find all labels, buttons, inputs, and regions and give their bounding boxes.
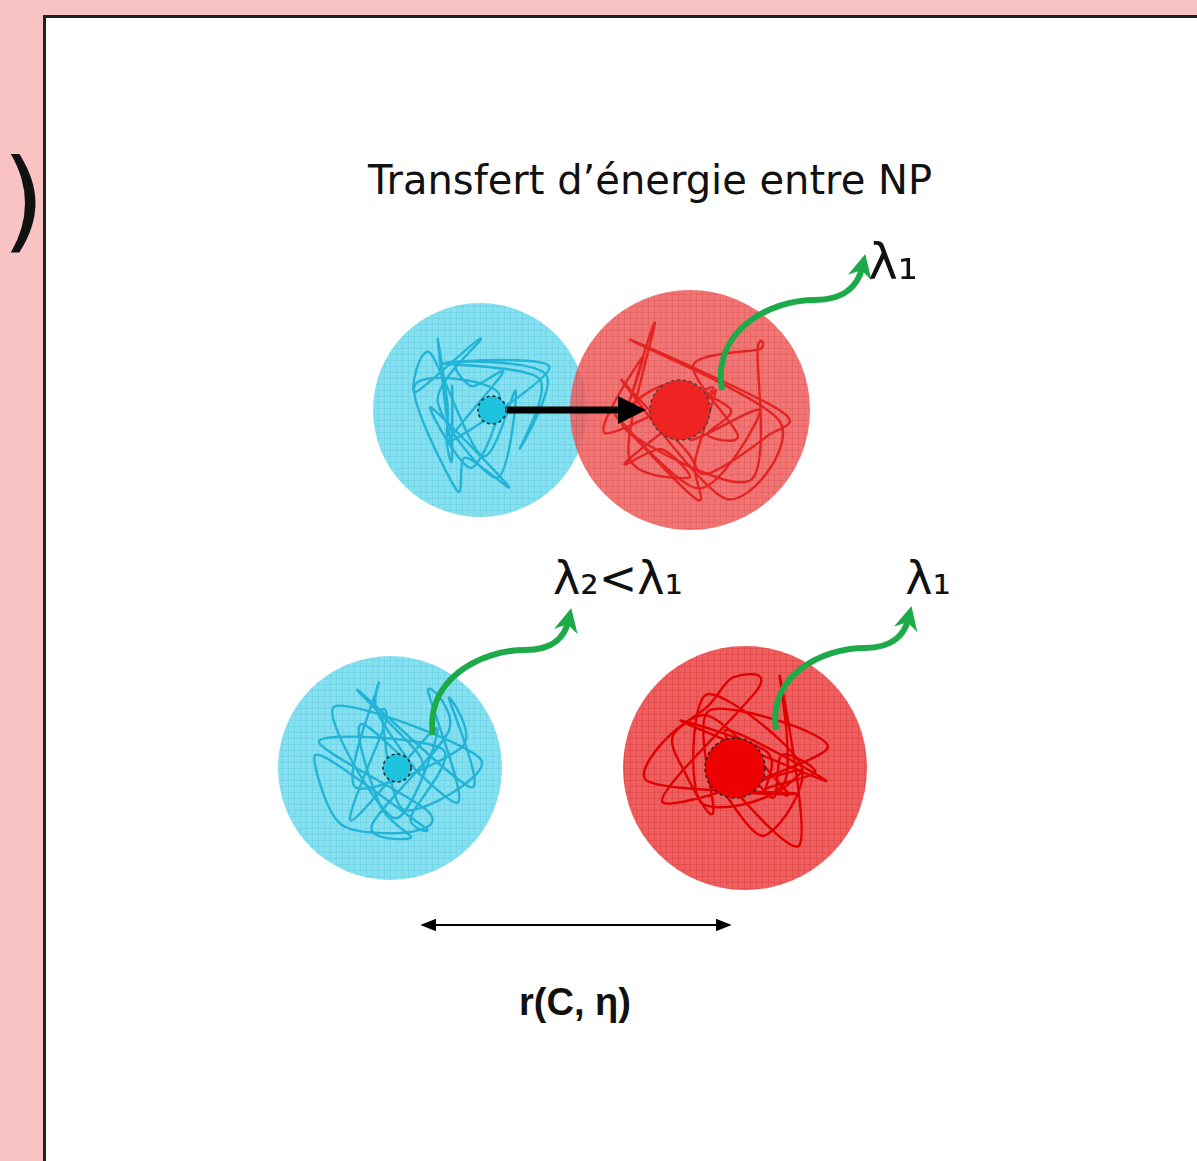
emission-arrow (432, 622, 568, 735)
wavelength-label: λ₁ (905, 555, 951, 601)
wavelength-label: λ₂<λ₁ (553, 555, 683, 601)
wavelength-label: λ₁ (868, 237, 918, 287)
distance-arrow (422, 924, 730, 926)
nanoparticle (278, 656, 502, 880)
emission-arrow (775, 620, 908, 730)
diagram-title: Transfert d’énergie entre NP (368, 160, 932, 200)
nanoparticle (623, 646, 867, 890)
cut-bracket: ) (2, 145, 45, 255)
transfer-arrow (507, 407, 632, 414)
distance-label: r(C, η) (519, 983, 631, 1021)
emission-arrow (721, 268, 862, 390)
